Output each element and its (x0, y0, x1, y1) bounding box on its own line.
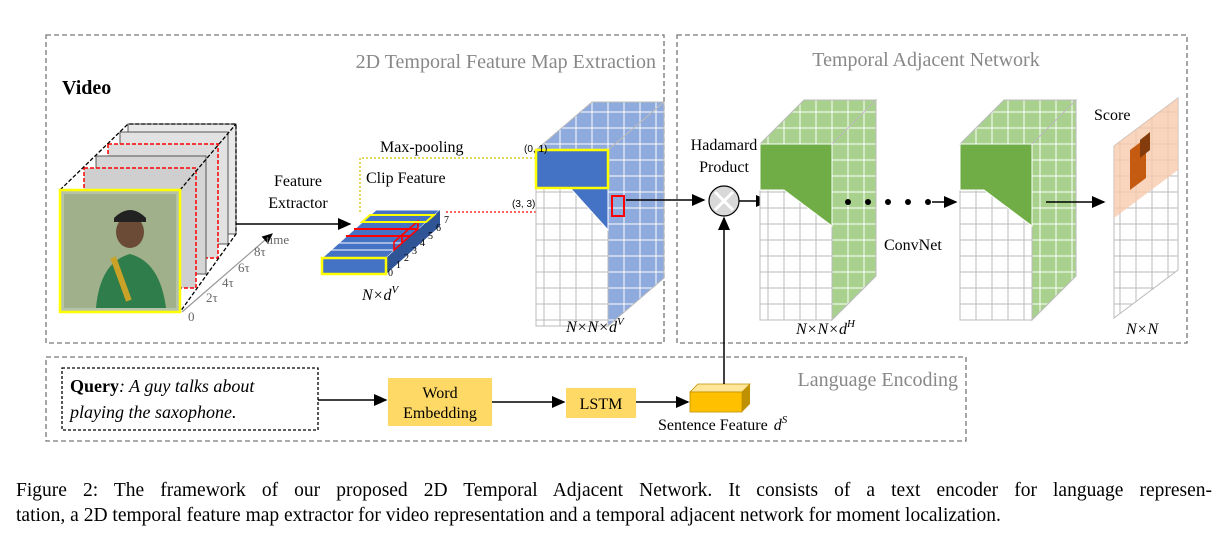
time-axis-label: time (266, 232, 289, 247)
score-dimension: N×N (1125, 321, 1159, 338)
word-embedding-line1: Word (422, 385, 457, 402)
query-text-line1: Query: A guy talks about (70, 376, 255, 396)
conv-feature-map-1 (758, 98, 878, 322)
caption-line1: Figure 2: The framework of our proposed … (16, 480, 1212, 501)
map-coord-a: (0, 1) (524, 144, 547, 155)
adjacent-section-frame (676, 34, 1188, 344)
time-tick-4: 4τ (222, 275, 234, 290)
hadamard-line1: Hadamard (691, 137, 758, 154)
score-map (1113, 97, 1179, 319)
convnet-label: ConvNet (884, 237, 942, 254)
clip-index-0: 0 (388, 268, 393, 279)
feature-extractor-line1: Feature (274, 173, 322, 190)
lstm-label: LSTM (580, 396, 623, 413)
extraction-section-title: 2D Temporal Feature Map Extraction (356, 51, 656, 73)
hadamard-operator-icon (708, 185, 740, 217)
clip-index-6: 6 (436, 223, 441, 234)
clip-index-3: 3 (412, 246, 417, 257)
score-label: Score (1094, 107, 1130, 124)
max-pooling-label: Max-pooling (380, 139, 464, 156)
time-tick-8: 8τ (254, 244, 266, 259)
conv-dimension: N×N×dH (795, 318, 856, 338)
map-coord-b: (3, 3) (512, 199, 535, 210)
query-text-line2: playing the saxophone. (68, 402, 236, 422)
clip-index-5: 5 (428, 231, 433, 242)
conv-ellipsis (845, 196, 958, 208)
clip-feature-stack (320, 209, 442, 276)
language-section-frame (45, 356, 967, 442)
framework-diagram: 2D Temporal Feature Map Extraction Tempo… (45, 34, 1188, 442)
word-embedding-box (388, 378, 492, 426)
query-box (61, 367, 319, 431)
clip-index-4: 4 (420, 238, 425, 249)
time-axis (181, 233, 273, 313)
word-embedding-line2: Embedding (403, 405, 477, 422)
time-tick-2: 2τ (206, 290, 218, 305)
clip-feature-label: Clip Feature (366, 170, 446, 187)
max-pooling-path (359, 157, 536, 212)
figure-caption: Figure 2: The framework of our proposed … (16, 478, 1212, 528)
lstm-box (566, 388, 636, 418)
hadamard-line2: Product (699, 159, 749, 176)
clip-dimension: N×dV (361, 284, 399, 304)
map-cell-highlight (611, 195, 625, 217)
feature-map-2d (534, 100, 666, 328)
video-title: Video (62, 77, 111, 99)
feature-extractor-line2: Extractor (268, 195, 328, 212)
caption-line2: tation, a 2D temporal feature map extrac… (16, 505, 1001, 526)
clip-index-2: 2 (404, 253, 409, 264)
clip-index-1: 1 (396, 260, 401, 271)
time-tick-0: 0 (188, 309, 195, 324)
language-section-title: Language Encoding (798, 369, 959, 391)
conv-feature-map-2 (958, 98, 1078, 322)
map-dimension: N×N×dV (565, 316, 625, 336)
clip-index-7: 7 (444, 215, 449, 226)
time-tick-6: 6τ (238, 260, 250, 275)
sentence-feature-block (689, 383, 751, 413)
video-frame-stack (58, 123, 237, 314)
adjacent-section-title: Temporal Adjacent Network (812, 49, 1039, 71)
